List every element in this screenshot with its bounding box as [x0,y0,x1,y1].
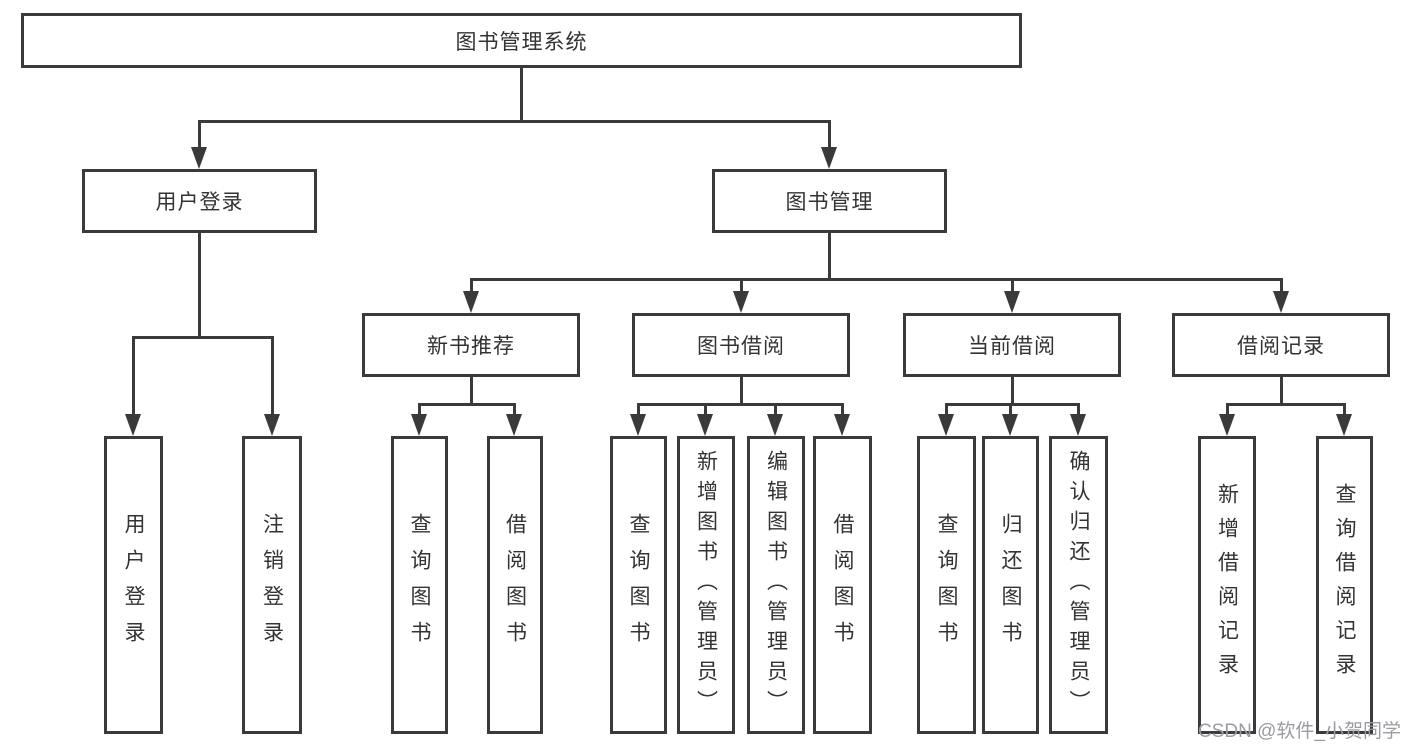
connector-vline [1077,403,1080,414]
connector-vline [828,233,831,278]
connector-vline [470,377,473,403]
arrow-down-icon [411,414,427,436]
arrow-down-icon [697,414,713,436]
node-label: 新增图书（管理员） [694,450,718,720]
connector-vline [1280,278,1283,292]
arrow-down-icon [264,414,280,436]
connector-vline [132,336,135,414]
connector-vline [740,377,743,403]
node-label: 借阅记录 [1237,335,1325,358]
node-leaf-recommend-query-books: 查询图书 [391,436,448,734]
connector-vline [841,403,844,414]
node-label: 借阅图书 [503,513,527,657]
arrow-down-icon [1336,414,1352,436]
node-leaf-confirm-return-admin: 确认归还（管理员） [1049,436,1108,734]
arrow-down-icon [767,414,783,436]
node-label: 用户登录 [155,191,244,214]
node-current-borrow: 当前借阅 [903,313,1121,377]
node-label: 注销登录 [260,513,284,657]
node-leaf-user-login: 用户登录 [104,436,163,734]
node-label: 新增借阅记录 [1215,483,1239,687]
node-leaf-recommend-borrow-books: 借阅图书 [487,436,543,734]
node-leaf-edit-books-admin: 编辑图书（管理员） [747,436,805,734]
node-leaf-borrow-borrow-books: 借阅图书 [813,436,872,734]
node-leaf-query-borrow-record: 查询借阅记录 [1316,436,1373,734]
node-borrow-records: 借阅记录 [1172,313,1390,377]
connector-vline [271,336,274,414]
connector-vline [418,403,421,414]
node-label: 用户登录 [122,513,145,657]
arrow-down-icon [191,147,207,169]
node-label: 当前借阅 [968,335,1056,358]
node-new-book-recommend: 新书推荐 [362,313,580,377]
node-label: 确认归还（管理员） [1067,450,1090,720]
arrow-down-icon [938,414,954,436]
connector-hline [470,278,1283,281]
node-label: 新书推荐 [427,335,515,358]
arrow-down-icon [1273,291,1289,313]
connector-vline [740,278,743,292]
arrow-down-icon [1219,414,1235,436]
node-leaf-return-books: 归还图书 [982,436,1039,734]
connector-vline [1011,377,1014,403]
node-leaf-logout: 注销登录 [242,436,302,734]
arrow-down-icon [1002,414,1018,436]
node-label: 查询图书 [408,513,431,657]
connector-vline [774,403,777,414]
connector-vline [1009,403,1012,414]
node-label: 查询图书 [627,513,650,657]
connector-hline [198,120,831,123]
connector-vline [1343,403,1346,414]
arrow-down-icon [733,291,749,313]
connector-hline [637,403,843,406]
connector-vline [945,403,948,414]
node-label: 归还图书 [999,513,1022,657]
arrow-down-icon [125,414,141,436]
connector-hline [418,403,516,406]
connector-vline [1226,403,1229,414]
connector-vline [520,68,523,120]
arrow-down-icon [1004,291,1020,313]
node-label: 借阅图书 [831,513,854,657]
csdn-watermark: CSDN @软件_小贺同学 [1198,721,1401,742]
arrow-down-icon [463,291,479,313]
node-label: 图书管理 [785,191,874,214]
arrow-down-icon [630,414,646,436]
connector-vline [1280,377,1283,403]
node-leaf-current-query-books: 查询图书 [917,436,976,734]
connector-hline [1226,403,1345,406]
node-leaf-add-books-admin: 新增图书（管理员） [677,436,735,734]
node-leaf-add-borrow-record: 新增借阅记录 [1198,436,1256,734]
connector-vline [470,278,473,292]
connector-hline [132,336,274,339]
node-book-management-system: 图书管理系统 [21,13,1022,68]
arrow-down-icon [834,414,850,436]
connector-hline [945,403,1079,406]
connector-vline [704,403,707,414]
connector-vline [513,403,516,414]
arrow-down-icon [1070,414,1086,436]
connector-vline [1011,278,1014,292]
arrow-down-icon [506,414,522,436]
node-book-borrow: 图书借阅 [632,313,850,377]
connector-vline [637,403,640,414]
node-label: 查询图书 [935,513,958,657]
node-user-login: 用户登录 [82,169,317,233]
node-book-management: 图书管理 [712,169,947,233]
node-label: 图书管理系统 [455,30,588,54]
node-label: 图书借阅 [697,335,785,358]
node-label: 查询借阅记录 [1333,483,1356,687]
connector-vline [828,120,831,148]
arrow-down-icon [821,147,837,169]
connector-vline [198,233,201,336]
connector-vline [198,120,201,148]
node-leaf-borrow-query-books: 查询图书 [610,436,667,734]
node-label: 编辑图书（管理员） [764,450,788,720]
